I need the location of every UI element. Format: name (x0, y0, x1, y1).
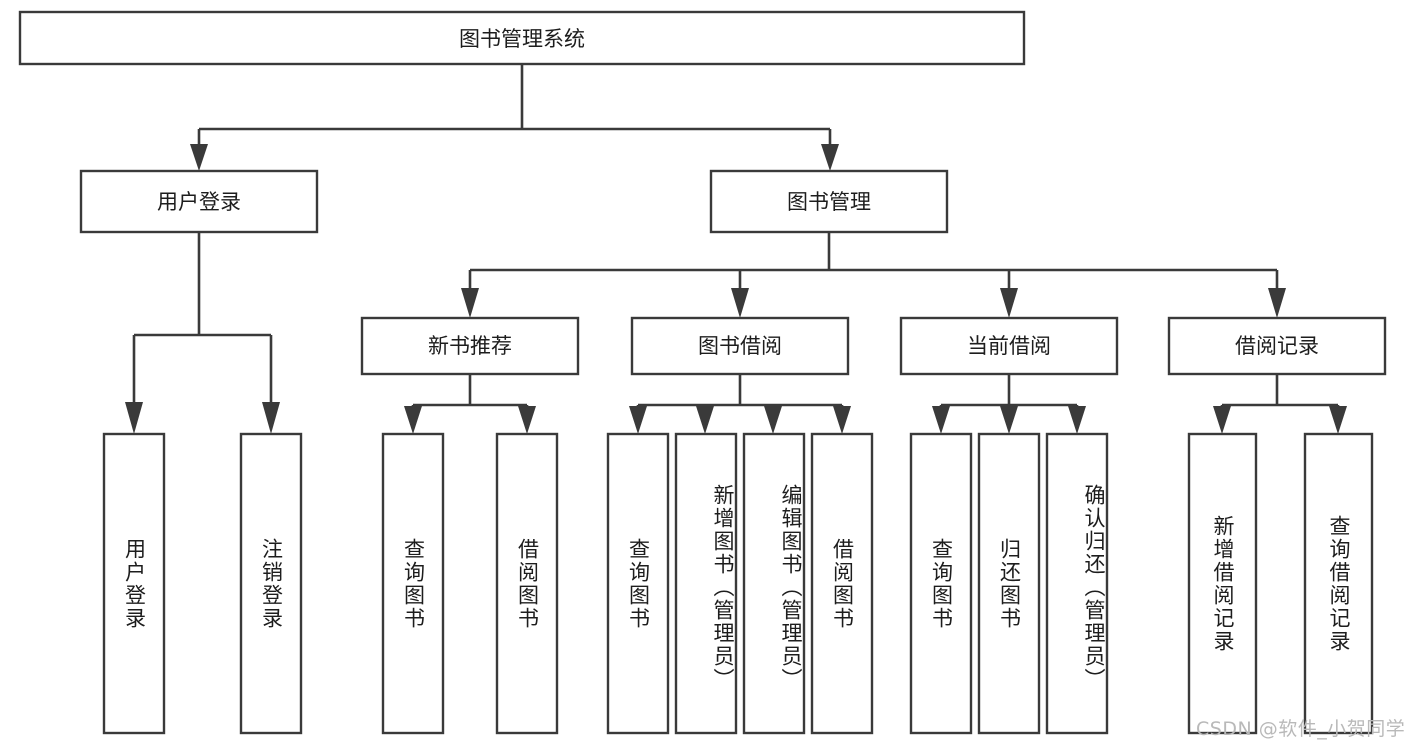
arrow-head-icon (461, 288, 479, 318)
arrow-head-icon (696, 406, 714, 434)
node-borrow-record[interactable]: 借阅记录 (1167, 316, 1387, 376)
node-user-login-label: 用户登录 (157, 190, 241, 214)
arrow-head-icon (629, 406, 647, 434)
node-book-borrow-label: 图书借阅 (698, 334, 782, 358)
arrow-head-icon (932, 406, 950, 434)
leaf-box[interactable] (977, 432, 1041, 735)
arrow-head-icon (190, 144, 208, 171)
node-borrow-record-label: 借阅记录 (1235, 334, 1319, 358)
node-current-borrow-label: 当前借阅 (967, 334, 1051, 358)
leaf-box[interactable] (674, 432, 738, 735)
leaf-box[interactable] (606, 432, 670, 735)
leaf-box[interactable] (742, 432, 806, 735)
leaf-box[interactable] (909, 432, 973, 735)
leaf-box[interactable] (810, 432, 874, 735)
leaf-box[interactable] (1187, 432, 1258, 735)
leaf-box[interactable] (495, 432, 559, 735)
node-book-management-label: 图书管理 (787, 190, 871, 214)
connector-new-book-recommend-to-leaves (404, 374, 536, 434)
node-user-login-box[interactable] (79, 169, 319, 234)
node-new-book-recommend-label: 新书推荐 (428, 334, 512, 358)
connector-current-borrow-to-leaves (932, 374, 1086, 434)
arrow-head-icon (833, 406, 851, 434)
arrow-head-icon (1000, 288, 1018, 318)
connector-book-borrow-to-leaves (629, 374, 851, 434)
arrow-head-icon (1268, 288, 1286, 318)
connector-root-to-level2 (190, 64, 839, 171)
arrow-head-icon (262, 402, 280, 434)
node-user-login[interactable]: 用户登录 (79, 169, 319, 234)
arrow-head-icon (518, 406, 536, 434)
connector-book-management-to-level3 (461, 232, 1286, 318)
node-book-borrow[interactable]: 图书借阅 (630, 316, 850, 376)
arrow-head-icon (821, 144, 839, 171)
arrow-head-icon (1068, 406, 1086, 434)
node-new-book-recommend[interactable]: 新书推荐 (360, 316, 580, 376)
arrow-head-icon (731, 288, 749, 318)
leaf-box[interactable] (381, 432, 445, 735)
arrow-head-icon (764, 406, 782, 434)
node-current-borrow[interactable]: 当前借阅 (899, 316, 1119, 376)
connector-user-login-to-leaves (125, 232, 280, 434)
leaf-box[interactable] (1045, 432, 1109, 735)
arrow-head-icon (1000, 406, 1018, 434)
node-new-book-recommend-box[interactable] (360, 316, 580, 376)
node-root-label: 图书管理系统 (459, 27, 585, 51)
connector-borrow-record-to-leaves (1213, 374, 1347, 434)
node-current-borrow-box[interactable] (899, 316, 1119, 376)
node-root[interactable]: 图书管理系统 (18, 10, 1026, 66)
arrow-head-icon (404, 406, 422, 434)
leaf-box[interactable] (1303, 432, 1374, 735)
arrow-head-icon (1329, 406, 1347, 434)
node-root-box[interactable] (18, 10, 1026, 66)
arrow-head-icon (1213, 406, 1231, 434)
leaf-box[interactable] (239, 432, 303, 735)
leaf-box[interactable] (102, 432, 166, 735)
node-book-management[interactable]: 图书管理 (709, 169, 949, 234)
arrow-head-icon (125, 402, 143, 434)
